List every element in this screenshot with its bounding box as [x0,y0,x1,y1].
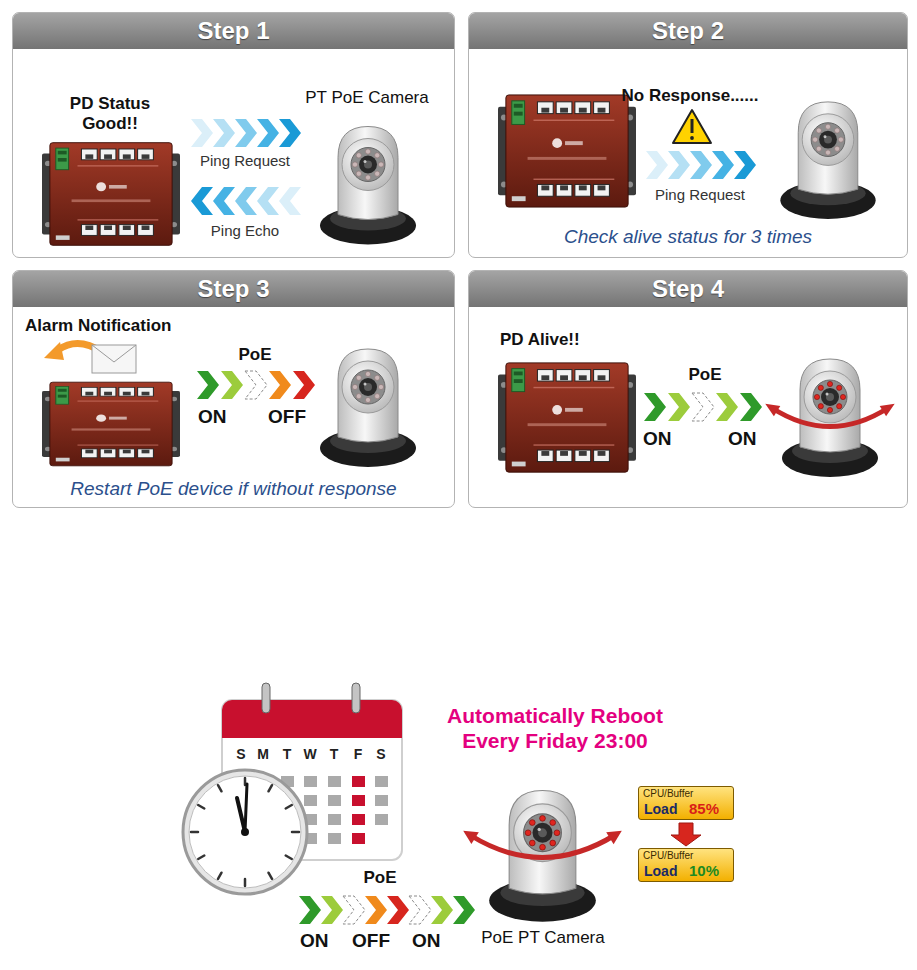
ping-request-arrows [191,119,301,147]
status-text: Alarm Notification [25,316,205,336]
step-header-bar: Step 4 [469,271,907,307]
badge-label: Load [644,801,677,818]
step-panel: Step 1 PD Status Good!! PT PoE CameraPing … [12,12,455,258]
poe-label: PoE [358,868,402,888]
weekday-letter: T [277,746,297,763]
status-text: No Response...... [590,86,790,106]
weekday-letter: M [253,746,273,763]
step-caption: Restart PoE device if without response [23,478,444,501]
mail-alert-icon [44,342,136,373]
step-heading: Step 3 [13,271,454,307]
step-panel: Step 3 Alarm NotificationPoE ON OFF Restart … [12,270,455,508]
poe-on-on-arrows [644,393,762,421]
device-name: PT PoE Camera [292,88,442,108]
power-state: ON [643,428,683,451]
device-name: PoE PT Camera [473,928,613,948]
poe-on-off-arrows [197,371,315,399]
arrow-label: Ping Request [180,152,310,170]
load-drop-arrow [671,823,701,846]
step-header-bar: Step 1 [13,13,454,49]
poe-switch [498,95,636,207]
poe-switch [42,382,180,466]
power-state: ON [728,428,768,451]
weekday-letter: T [324,746,344,763]
poe-label: PoE [215,345,295,365]
load-value: 10% [689,862,719,880]
ptz-camera [320,127,416,245]
power-state: ON [300,930,340,953]
schedule-note: Automatically Reboot Every Friday 23:00 [430,703,680,753]
weekday-letter: F [348,746,368,763]
ptz-camera [320,349,416,467]
power-state: ON [198,406,238,429]
weekday-letter: S [231,746,251,763]
step-heading: Step 4 [469,271,907,307]
poe-switch [498,363,636,472]
weekday-letter: S [371,746,391,763]
poe-label: PoE [665,365,745,385]
step-heading: Step 1 [13,13,454,49]
step-heading: Step 2 [469,13,907,49]
load-badge: CPU/BufferLoad 10% [638,848,734,882]
arrow-label: Ping Echo [180,222,310,240]
badge-title: CPU/Buffer [643,788,693,800]
power-state: OFF [352,930,402,953]
load-value: 85% [689,800,719,818]
step-panel: Step 2 No Response...... Ping RequestCheck… [468,12,908,258]
rotation-arrows [463,831,622,858]
poe-switch [42,143,180,246]
step-caption: Check alive status for 3 times [479,226,897,249]
status-text: PD Status Good!! [50,94,170,135]
power-state: ON [412,930,452,953]
load-badge: CPU/BufferLoad 85% [638,786,734,820]
poe-reboot-arrows [299,896,475,924]
weekday-letter: W [300,746,320,763]
rotation-arrows [765,404,894,427]
ptz-camera [780,102,875,219]
warning-icon [673,110,711,143]
badge-label: Load [644,863,677,880]
step-header-bar: Step 2 [469,13,907,49]
status-text: PD Alive!! [500,330,640,350]
ping-echo-arrows [191,187,301,215]
step-header-bar: Step 3 [13,271,454,307]
step-panel: Step 4 PD Alive!! PoE ON ON [468,270,908,508]
clock-icon [183,770,307,894]
power-state: OFF [268,406,318,429]
arrow-label: Ping Request [635,186,765,204]
ping-request-arrows [646,151,756,179]
badge-title: CPU/Buffer [643,850,693,862]
